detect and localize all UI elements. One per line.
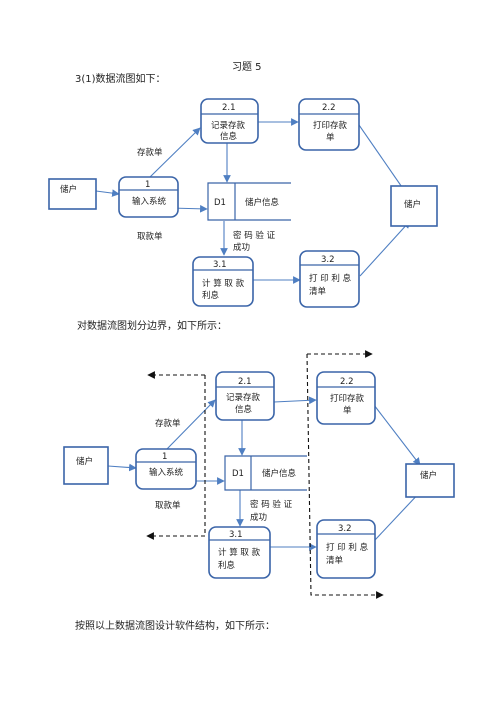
process-2-1-record-deposit xyxy=(200,98,259,144)
external-entity-depositor-right xyxy=(405,463,455,498)
process-label: 计 算 取 款 xyxy=(202,278,245,289)
dataflow-diagram-1: 储户 1 输入系统 2.1 记录存款 信息 2.2 打印存款 单 D1 储户信息… xyxy=(48,98,438,308)
process-label: 输入系统 xyxy=(149,467,184,478)
data-store-d1 xyxy=(207,182,291,221)
flow-label-withdraw: 取款单 xyxy=(137,231,163,242)
flow-label-deposit: 存款单 xyxy=(155,418,181,429)
external-entity-label: 储户 xyxy=(404,199,421,210)
flow-deposit xyxy=(165,399,216,451)
boundary-input xyxy=(146,375,206,540)
external-entity-label: 储户 xyxy=(420,470,437,481)
process-label: 单 xyxy=(343,405,352,416)
data-store-d1 xyxy=(224,455,307,491)
intro-text: 3(1)数据流图如下： xyxy=(75,74,166,85)
data-store-id: D1 xyxy=(214,198,226,208)
process-label: 记录存款 xyxy=(226,392,261,403)
flow-print-interest-to-sink xyxy=(374,489,423,541)
external-entity-label: 储户 xyxy=(76,456,93,467)
process-label: 利息 xyxy=(202,290,220,301)
process-3-1-calc-interest xyxy=(192,256,254,307)
process-label: 打 印 利 息 xyxy=(326,542,369,553)
section3-caption: 按照以上数据流图设计软件结构，如下所示： xyxy=(75,621,275,632)
process-label: 输入系统 xyxy=(132,196,167,207)
process-label: 信息 xyxy=(235,404,253,415)
external-entity-depositor-right xyxy=(390,185,438,227)
process-2-1-record-deposit xyxy=(215,371,275,421)
data-store-label: 储户信息 xyxy=(262,468,297,479)
external-entity-depositor-left xyxy=(48,178,97,210)
process-number: 2.1 xyxy=(238,377,252,387)
flow-label-deposit: 存款单 xyxy=(137,147,163,158)
process-label: 记录存款 xyxy=(211,120,246,131)
flow-label-password: 密 码 验 证 xyxy=(250,499,293,510)
external-entity-label: 储户 xyxy=(60,184,77,195)
process-number: 3.1 xyxy=(213,260,227,270)
process-1-input-system xyxy=(118,176,179,218)
process-number: 3.2 xyxy=(321,255,335,265)
process-label: 信息 xyxy=(220,131,238,142)
process-label: 利息 xyxy=(218,560,236,571)
flow-print-interest-to-sink xyxy=(359,220,411,277)
flow-label-password: 成功 xyxy=(250,512,267,523)
process-label: 清单 xyxy=(309,286,327,297)
data-store-label: 储户信息 xyxy=(245,197,280,208)
dataflow-diagram-2: 储户 1 输入系统 2.1 记录存款 信息 2.2 打印存款 单 D1 储户信息… xyxy=(63,350,455,599)
process-number: 1 xyxy=(145,180,150,190)
process-number: 2.2 xyxy=(322,103,336,113)
process-label: 单 xyxy=(326,132,335,143)
boundary-output xyxy=(306,353,384,599)
flow-source-to-input xyxy=(107,463,137,472)
process-2-2-print-deposit xyxy=(316,371,376,425)
flow-label-password: 成功 xyxy=(233,242,250,253)
page-title: 习题 5 xyxy=(232,62,262,73)
flow-label-withdraw: 取款单 xyxy=(155,500,181,511)
process-1-input-system xyxy=(135,448,197,490)
external-entity-depositor-left xyxy=(63,446,109,485)
flow-source-to-input xyxy=(95,189,120,197)
process-number: 3.2 xyxy=(338,524,352,534)
flow-label-password: 密 码 验 证 xyxy=(233,230,276,241)
process-label: 打 印 利 息 xyxy=(309,273,352,284)
process-label: 打印存款 xyxy=(313,120,348,131)
process-number: 1 xyxy=(162,452,167,462)
process-number: 2.1 xyxy=(222,103,236,113)
flow-deposit xyxy=(149,127,201,178)
flow-print-deposit-to-sink xyxy=(373,404,421,466)
process-label: 清单 xyxy=(326,555,344,566)
flow-print-deposit-to-sink xyxy=(358,124,407,194)
process-label: 计 算 取 款 xyxy=(218,547,261,558)
section2-caption: 对数据流图划分边界，如下所示： xyxy=(77,321,227,332)
process-2-2-print-deposit xyxy=(298,98,360,151)
flow-record-to-print xyxy=(273,396,317,405)
process-label: 打印存款 xyxy=(330,393,365,404)
process-number: 2.2 xyxy=(340,377,354,387)
process-number: 3.1 xyxy=(229,530,243,540)
data-store-id: D1 xyxy=(232,469,244,479)
